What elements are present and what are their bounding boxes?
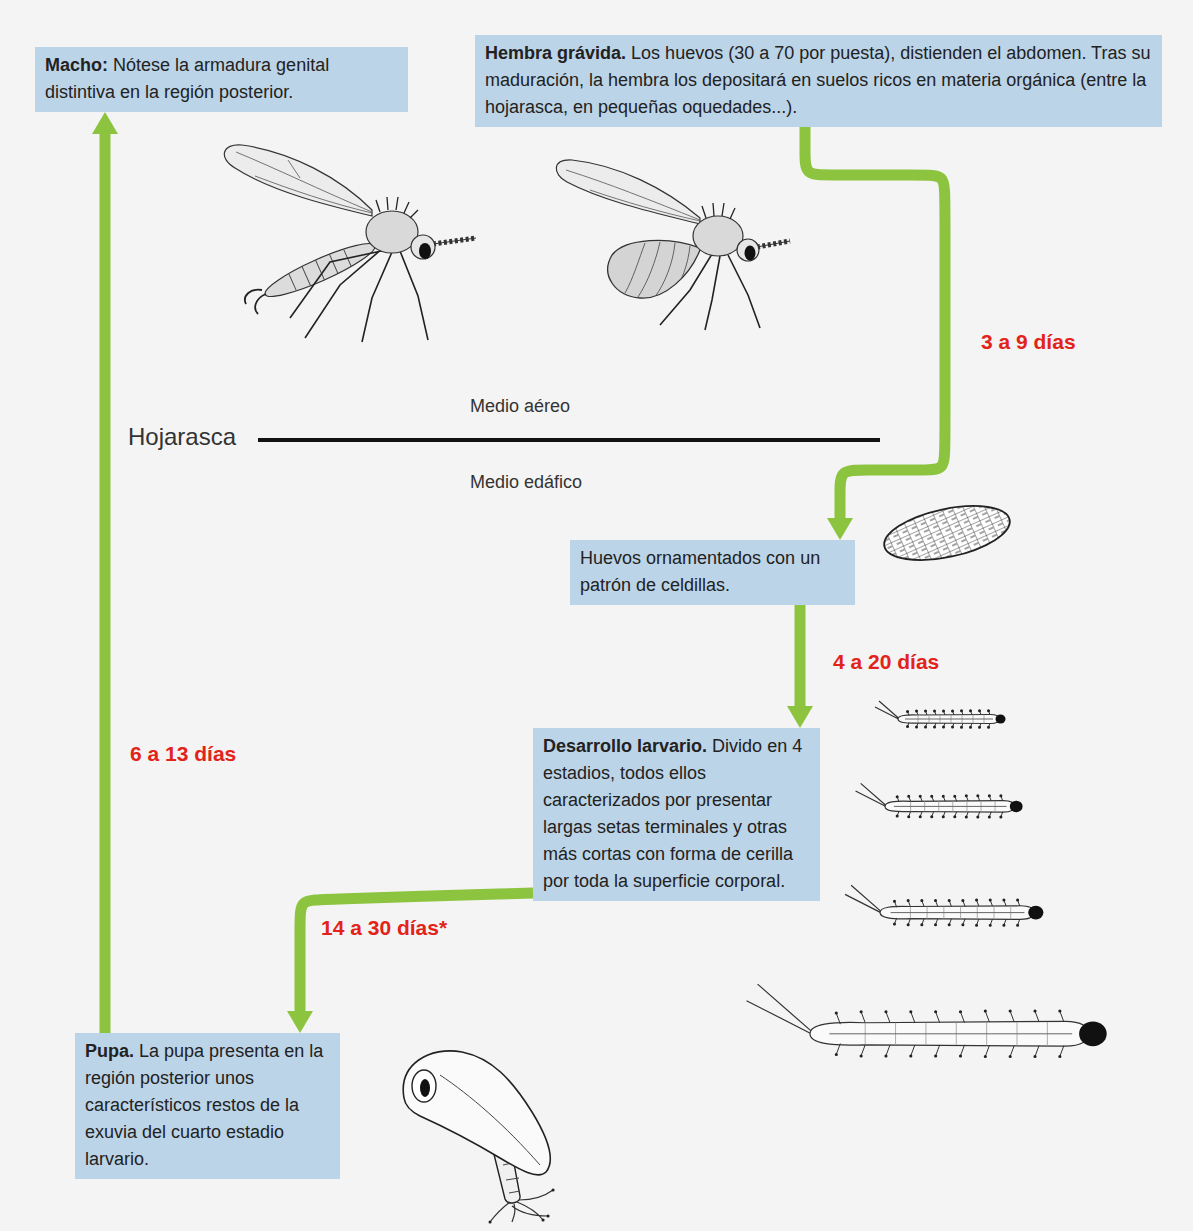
duration-label: 6 a 13 días — [127, 742, 239, 766]
male-gnat-drawing — [419, 243, 431, 259]
egg-drawing — [879, 496, 1014, 570]
medium-label: Medio aéreo — [470, 396, 570, 417]
stage-heading: Hembra grávida. — [485, 43, 626, 63]
female-gnat-drawing — [737, 239, 759, 261]
male-gnat-drawing — [433, 238, 476, 244]
male-gnat-drawing — [411, 235, 435, 259]
duration-label: 3 a 9 días — [978, 330, 1079, 354]
pupa-drawing — [412, 1070, 436, 1102]
male-gnat-drawing — [261, 236, 380, 305]
stage-box: Huevos ornamentados con un patrón de cel… — [570, 540, 855, 605]
larva-drawing — [747, 984, 1107, 1056]
stage-box: Desarrollo larvario.Divido en 4 estadios… — [533, 728, 820, 901]
arrow-head — [287, 1011, 313, 1033]
male-gnat-drawing — [376, 197, 418, 218]
leaf-litter-line — [258, 438, 880, 442]
arrow-head — [827, 518, 853, 540]
cycle-arrow-line — [795, 605, 806, 707]
pupa-drawing — [403, 1051, 550, 1175]
female-gnat-drawing — [608, 240, 700, 298]
cycle-arrow-line — [100, 133, 111, 1033]
female-gnat-drawing — [625, 242, 690, 297]
stage-heading: Pupa. — [85, 1041, 134, 1061]
arrow-head — [92, 112, 118, 134]
pupa-drawing — [403, 1051, 553, 1222]
larva-drawing — [856, 783, 1023, 817]
cycle-arrow — [805, 127, 945, 540]
larva-drawing — [845, 885, 1043, 925]
female-gnat-drawing — [693, 216, 743, 256]
ground-layer-label: Hojarasca — [128, 423, 236, 451]
stage-description: Divido en 4 estadios, todos ellos caract… — [543, 736, 802, 891]
stage-box: Macho:Nótese la armadura genital distint… — [35, 47, 408, 112]
male-gnat-drawing — [261, 236, 380, 305]
cycle-arrow-line — [300, 893, 533, 1012]
stage-box: Pupa.La pupa presenta en la región poste… — [75, 1033, 340, 1179]
pupa-drawing — [490, 1190, 553, 1222]
egg-drawing — [879, 496, 1014, 570]
medium-label: Medio edáfico — [470, 472, 582, 493]
male-gnat-drawing — [288, 248, 352, 293]
cycle-arrow-line — [805, 127, 945, 519]
female-gnat-drawing — [745, 246, 756, 261]
male-gnat-drawing — [224, 145, 372, 216]
male-gnat-drawing — [236, 152, 372, 213]
stage-description: Huevos ornamentados con un patrón de cel… — [580, 548, 820, 595]
female-gnat-drawing — [757, 241, 790, 247]
female-gnat-drawing — [556, 160, 700, 224]
stage-heading: Desarrollo larvario. — [543, 736, 707, 756]
female-gnat-drawing — [556, 160, 790, 330]
cycle-arrow — [287, 893, 533, 1033]
cycle-arrow — [787, 605, 813, 728]
male-gnat-drawing — [290, 248, 428, 342]
pupa-drawing — [490, 1190, 553, 1222]
arrow-head — [787, 706, 813, 728]
duration-label: 14 a 30 días* — [318, 916, 450, 940]
pupa-drawing — [440, 1075, 540, 1165]
male-gnat-drawing — [245, 290, 266, 314]
female-gnat-drawing — [625, 242, 690, 297]
female-gnat-drawing — [566, 170, 700, 221]
female-gnat-drawing — [757, 241, 790, 247]
stage-heading: Macho: — [45, 55, 108, 75]
male-gnat-drawing — [433, 238, 476, 244]
pupa-drawing — [420, 1079, 430, 1097]
female-gnat-drawing — [702, 203, 735, 219]
stage-box: Hembra grávida.Los huevos (30 a 70 por p… — [475, 35, 1162, 127]
male-gnat-drawing — [224, 145, 476, 342]
larva-drawing — [875, 701, 1006, 727]
duration-label: 4 a 20 días — [830, 650, 942, 674]
cycle-arrow — [92, 112, 118, 1033]
